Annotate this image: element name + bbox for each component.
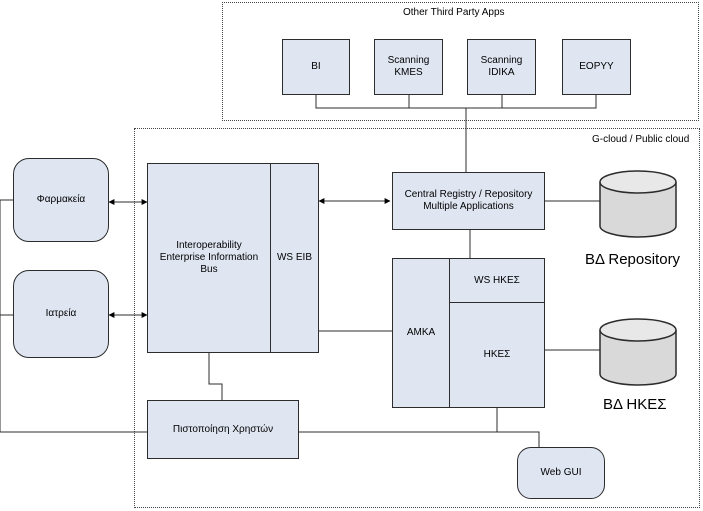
ws-eib-label: WS EIB	[276, 252, 312, 263]
scanning-kmes-box[interactable]: Scanning KMES	[374, 39, 443, 95]
web-gui-label: Web GUI	[540, 467, 582, 478]
amka-label: ΑΜΚΑ	[406, 327, 436, 338]
interoperability-bus-label: Interoperability Enterprise Information …	[159, 240, 259, 275]
cloud-region	[134, 128, 700, 508]
scanning-idika-label: Scanning IDIKA	[480, 55, 523, 78]
clinics-box[interactable]: Ιατρεία	[13, 270, 109, 358]
eopyy-box[interactable]: EOPYY	[562, 39, 631, 95]
auth-webgui-link	[497, 431, 540, 447]
repository-db-icon	[599, 170, 677, 238]
apps-bus-line	[315, 95, 597, 109]
ws-hkes-label: WS ΗΚΕΣ	[474, 274, 520, 286]
repository-db-label: ΒΔ Repository	[585, 251, 681, 268]
bi-label: BI	[311, 61, 321, 72]
third-party-apps-region	[222, 2, 699, 121]
central-registry-box[interactable]: Central Registry / Repository Multiple A…	[392, 172, 545, 230]
bi-box[interactable]: BI	[282, 39, 350, 95]
hkes-box[interactable]: ΗΚΕΣ	[449, 302, 545, 408]
hkes-label: ΗΚΕΣ	[483, 349, 511, 360]
web-gui-box[interactable]: Web GUI	[517, 447, 605, 499]
auth-hkes-link	[299, 408, 498, 433]
user-authentication-box[interactable]: Πιστοποίηση Χρηστών	[147, 400, 299, 459]
ws-eib-box[interactable]: WS EIB	[270, 163, 319, 353]
hkes-db-icon	[599, 318, 677, 386]
interoperability-bus-box[interactable]: Interoperability Enterprise Information …	[147, 163, 271, 353]
cloud-region-label: G-cloud / Public cloud	[592, 134, 690, 145]
scanning-kmes-label: Scanning KMES	[387, 55, 430, 78]
third-party-apps-label: Other Third Party Apps	[403, 7, 505, 18]
user-authentication-label: Πιστοποίηση Χρηστών	[172, 423, 274, 435]
central-registry-label: Central Registry / Repository Multiple A…	[404, 189, 533, 212]
clinics-label: Ιατρεία	[45, 308, 77, 319]
ws-hkes-box[interactable]: WS ΗΚΕΣ	[449, 258, 545, 303]
client-bus-line	[0, 199, 147, 433]
hkes-db-label: ΒΔ ΗΚΕΣ	[603, 396, 667, 413]
eopyy-label: EOPYY	[579, 61, 614, 72]
amka-box[interactable]: ΑΜΚΑ	[392, 258, 450, 408]
scanning-idika-box[interactable]: Scanning IDIKA	[467, 39, 536, 95]
pharmacies-label: Φαρμακεία	[36, 194, 86, 205]
bus-auth-link	[208, 352, 223, 400]
pharmacies-box[interactable]: Φαρμακεία	[13, 158, 109, 242]
